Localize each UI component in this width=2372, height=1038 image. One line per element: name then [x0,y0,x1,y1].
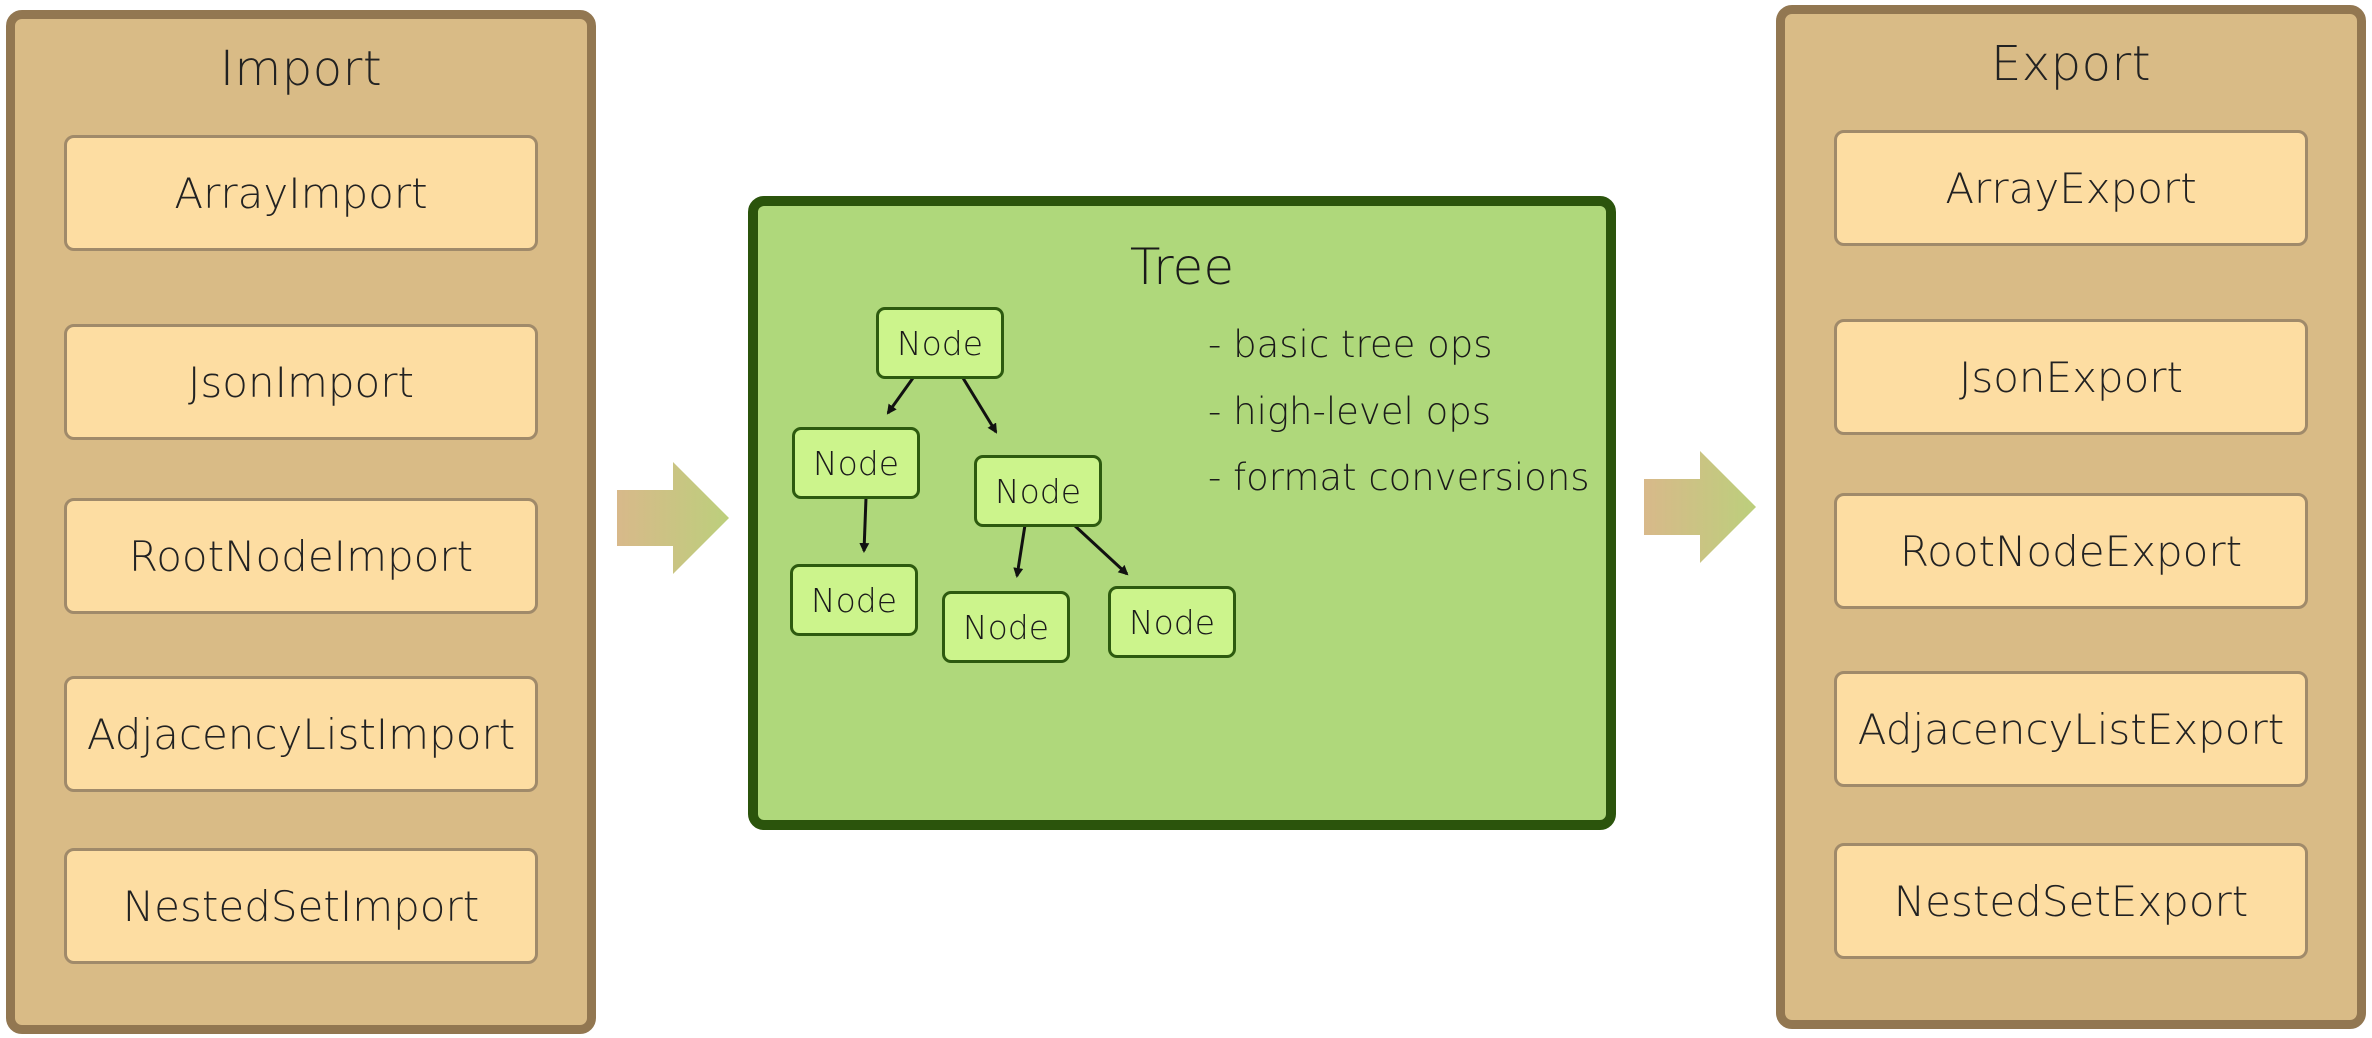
import-item-rootnode: RootNodeImport [64,498,538,614]
export-item-json: JsonExport [1834,319,2308,435]
tree-node-left: Node [792,427,920,499]
tree-to-export-arrow-icon [1644,451,1756,563]
feature-format-conversions: - format conversions [1208,456,1590,499]
export-item-adjacencylist: AdjacencyListExport [1834,671,2308,787]
import-item-adjacencylist: AdjacencyListImport [64,676,538,792]
export-title: Export [1990,36,2152,92]
edge-right-to-child-2 [1072,523,1129,576]
import-item-nestedset: NestedSetImport [64,848,538,964]
tree-panel: Tree Node Node Node Node Node Node - bas… [748,196,1616,830]
export-item-nestedset: NestedSetExport [1834,843,2308,959]
export-panel: Export ArrayExport JsonExport RootNodeEx… [1776,5,2366,1029]
import-item-json: JsonImport [64,324,538,440]
import-item-array: ArrayImport [64,135,538,251]
import-title: Import [219,41,383,97]
edge-root-to-right [961,377,998,434]
feature-high-level-ops: - high-level ops [1208,390,1491,433]
tree-edges [859,377,1129,578]
tree-node-root: Node [876,307,1004,379]
edge-left-to-child [859,497,870,553]
tree-node-right-child-1: Node [942,591,1070,663]
import-panel: Import ArrayImport JsonImport RootNodeIm… [6,10,596,1034]
tree-title: Tree [1129,238,1235,296]
tree-node-right-child-2: Node [1108,586,1236,658]
feature-basic-tree-ops: - basic tree ops [1208,323,1493,366]
edge-right-to-child-1 [1013,524,1027,578]
export-item-array: ArrayExport [1834,130,2308,246]
tree-node-left-child: Node [790,564,918,636]
export-item-rootnode: RootNodeExport [1834,493,2308,609]
tree-node-right: Node [974,455,1102,527]
edge-root-to-left [886,377,915,415]
import-to-tree-arrow-icon [617,462,729,574]
